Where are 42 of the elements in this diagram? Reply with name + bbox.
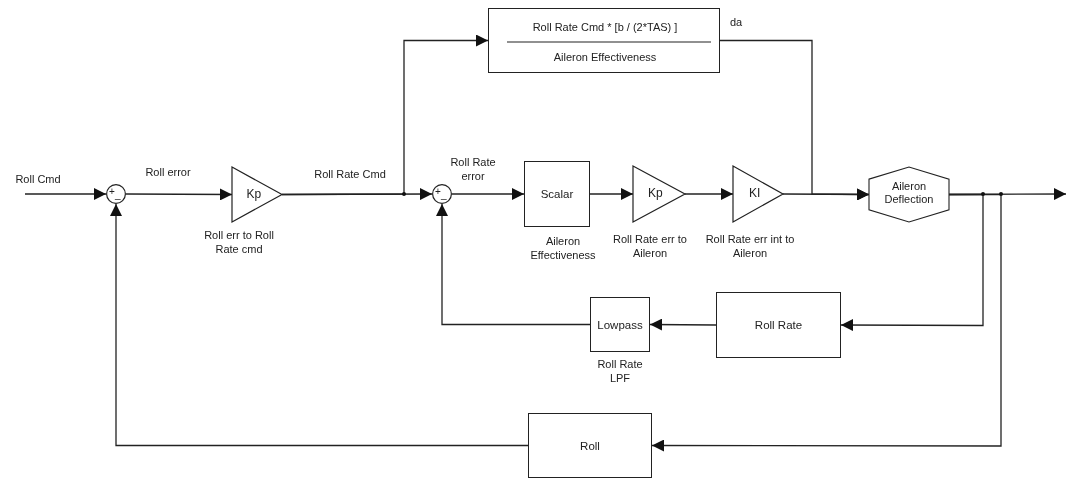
block-box (524, 161, 590, 227)
block-label: Scalar (540, 188, 574, 200)
arrow (281, 34, 489, 196)
gain-label: Kp (245, 187, 263, 201)
arrow (451, 188, 525, 200)
block-box (716, 292, 841, 358)
output-hexagon (869, 167, 949, 222)
gain-label: Kp (646, 187, 664, 200)
arrow (840, 193, 984, 332)
sign-label: + (109, 185, 115, 198)
block-label: Aileron Deflection (883, 180, 935, 206)
gain-triangle (733, 166, 783, 222)
arrow (651, 193, 1002, 452)
arrow (684, 188, 734, 200)
sign-label: + (435, 185, 441, 198)
formula-box (488, 8, 720, 73)
arrow (649, 318, 717, 331)
block-box (590, 297, 650, 352)
block-caption: Aileron Effectiveness (529, 234, 597, 262)
block-caption: Roll Rate LPF (596, 357, 644, 385)
arrow (125, 188, 233, 201)
sign-label: _ (115, 188, 121, 201)
summing-junction (432, 184, 452, 204)
block-label: Roll Rate (754, 319, 803, 331)
block-caption: Roll Rate err int to Aileron (704, 232, 796, 260)
arrow (110, 203, 529, 447)
summing-junction (106, 184, 126, 204)
sign-label: _ (441, 188, 447, 201)
block-label: Lowpass (597, 318, 643, 331)
gain-triangle (232, 167, 282, 222)
block-caption: Roll err to Roll Rate cmd (203, 228, 275, 256)
gain-triangle (633, 166, 685, 222)
denominator-text: Aileron Effectiveness (552, 51, 658, 64)
block-caption: Roll Rate err to Aileron (612, 232, 688, 260)
arrow (589, 188, 634, 200)
arrow (719, 39, 870, 201)
block-label: Roll (580, 439, 600, 452)
arrow (24, 188, 107, 200)
block-box (528, 413, 652, 478)
gain-label: KI (748, 187, 762, 200)
numerator-text: Roll Rate Cmd * [b / (2*TAS) ] (531, 21, 679, 34)
arrow (436, 203, 591, 326)
